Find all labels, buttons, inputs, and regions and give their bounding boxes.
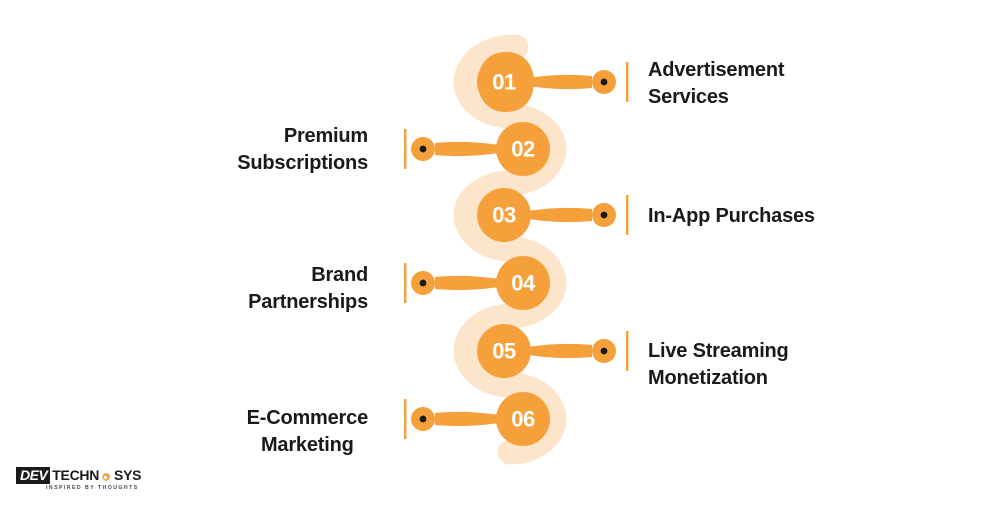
tick-mark-05 (626, 331, 629, 371)
badge-circle-06[interactable] (496, 392, 550, 446)
company-logo[interactable]: DEV TECHN SYS INSPIRED BY THOUGHTS (16, 466, 141, 492)
badge-circle-03[interactable] (477, 188, 531, 242)
connector-dot-02 (419, 145, 427, 153)
row-03[interactable]: 03 (477, 188, 629, 242)
connector-dot-06 (419, 415, 427, 423)
tick-mark-01 (626, 62, 629, 102)
logo-wordmark: DEV TECHN SYS (16, 467, 141, 484)
row-02[interactable]: 02 (404, 122, 550, 176)
row-06[interactable]: 06 (404, 392, 550, 446)
tick-mark-03 (626, 195, 629, 235)
connector-dot-03 (600, 211, 608, 219)
badge-circle-05[interactable] (477, 324, 531, 378)
row-04[interactable]: 04 (404, 256, 550, 310)
badge-circle-01[interactable] (477, 55, 531, 109)
badge-number-04: 04 (511, 271, 536, 296)
logo-sys-text: SYS (114, 467, 142, 483)
logo-dev-text: DEV (16, 467, 51, 484)
item-label-03[interactable]: In-App Purchases (648, 205, 815, 227)
badge-number-03: 03 (492, 203, 516, 228)
tick-mark-06 (404, 399, 407, 439)
badge-number-05: 05 (492, 339, 516, 364)
connector-dot-01 (600, 78, 608, 86)
item-label-01[interactable]: Advertisement Services (648, 59, 785, 108)
connector-dot-04 (419, 279, 427, 287)
row-01[interactable]: 01 (477, 52, 629, 112)
badge-number-06: 06 (511, 407, 535, 432)
badge-circle-04[interactable] (496, 256, 550, 310)
badge-circle-02[interactable] (496, 122, 550, 176)
item-label-06[interactable]: E-Commerce Marketing (246, 407, 369, 456)
connector-dot-05 (600, 347, 608, 355)
gear-icon (100, 470, 111, 482)
badge-number-02: 02 (511, 137, 535, 162)
serpentine-path (453, 34, 567, 465)
logo-techn-text: TECHN (52, 467, 100, 483)
row-05[interactable]: 05 (477, 324, 629, 378)
logo-tagline: INSPIRED BY THOUGHTS (46, 485, 139, 491)
item-label-04[interactable]: Brand Partnerships (248, 264, 368, 313)
tick-mark-04 (404, 263, 407, 303)
item-label-02[interactable]: Premium Subscriptions (237, 125, 368, 174)
serpentine-path-group (453, 34, 567, 465)
item-label-05[interactable]: Live Streaming Monetization (648, 340, 789, 389)
badge-number-01: 01 (492, 70, 516, 95)
tick-mark-02 (404, 129, 407, 169)
